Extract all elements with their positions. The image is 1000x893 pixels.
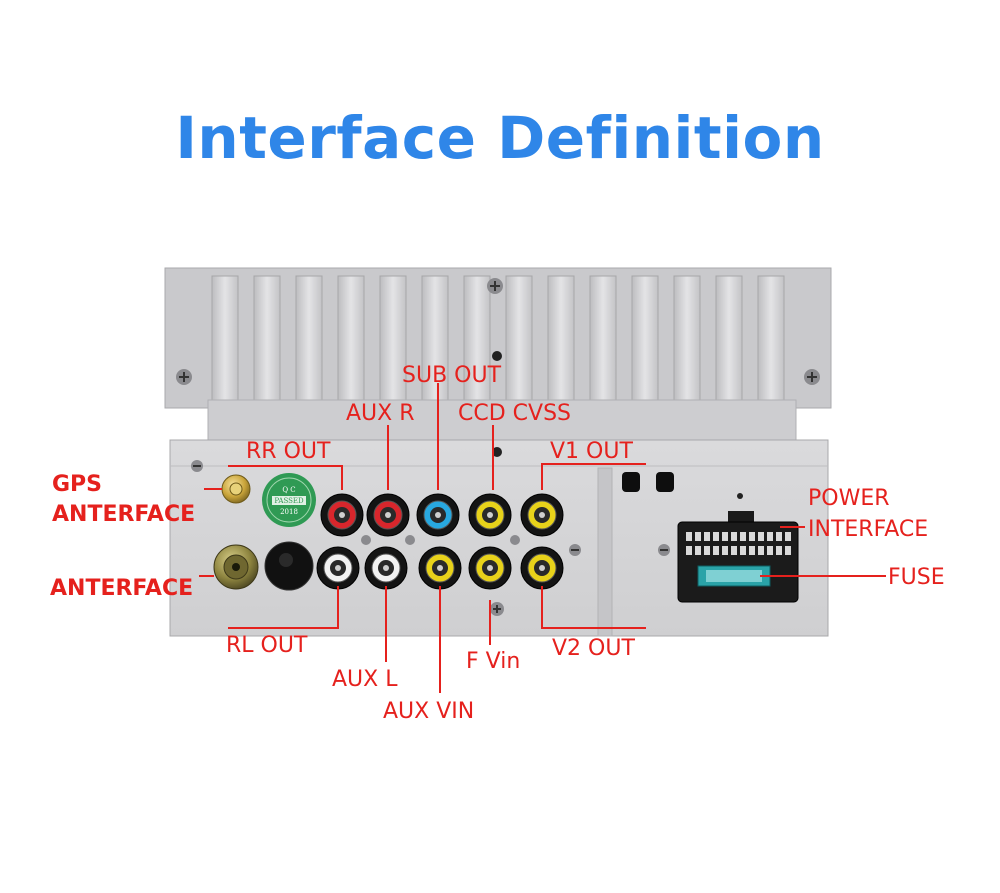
connector-pin <box>758 546 764 555</box>
label-fuse: FUSE <box>888 565 945 590</box>
connector-pin <box>704 546 710 555</box>
screw <box>487 278 503 294</box>
connector-pin <box>695 532 701 541</box>
qc-passed-stamp: Q C PASSED 2018 <box>262 473 316 527</box>
screw <box>361 535 371 545</box>
screw <box>490 602 504 616</box>
connector-pin <box>758 532 764 541</box>
page-title: Interface Definition <box>175 104 825 172</box>
heatsink-fin <box>673 275 701 405</box>
rca-jack <box>416 493 460 537</box>
connector-pin <box>749 546 755 555</box>
heatsink-fin <box>337 275 365 405</box>
screw <box>176 369 192 385</box>
rca-jack <box>468 493 512 537</box>
rca-jack <box>468 546 512 590</box>
heatsink-fin <box>463 275 491 405</box>
screw <box>191 460 203 472</box>
connector-pin <box>767 532 773 541</box>
connector-pin <box>722 532 728 541</box>
connector-pin <box>686 546 692 555</box>
stamp-passed-text: PASSED <box>274 497 304 505</box>
black-plug <box>264 541 314 591</box>
screw <box>510 535 520 545</box>
label-power: POWER <box>808 486 890 511</box>
connector-pin <box>704 532 710 541</box>
leader-lines <box>199 383 886 693</box>
screw <box>804 369 820 385</box>
screws <box>176 278 820 616</box>
label-v1-out: V1 OUT <box>550 439 633 464</box>
label-power-interface: INTERFACE <box>808 517 928 542</box>
connector-pin <box>722 546 728 555</box>
heatsink-fin <box>253 275 281 405</box>
screw <box>405 535 415 545</box>
rca-jack <box>366 493 410 537</box>
rca-jack <box>520 546 564 590</box>
power-connector <box>677 511 799 603</box>
label-aux-l: AUX L <box>332 667 398 692</box>
heatsink-fin <box>421 275 449 405</box>
gps-antenna-connector <box>221 474 251 504</box>
label-ccd-cvss: CCD CVSS <box>458 401 571 426</box>
connector-pin <box>776 532 782 541</box>
heatsink-fin <box>547 275 575 405</box>
connector-pin <box>776 546 782 555</box>
heatsink-fin <box>211 275 239 405</box>
label-rl-out: RL OUT <box>226 633 308 658</box>
rca-jack <box>316 546 360 590</box>
radio-antenna-connector <box>213 544 259 590</box>
heatsink-fin <box>505 275 533 405</box>
connector-pin <box>740 546 746 555</box>
heatsink-fin <box>295 275 323 405</box>
stamp-year-text: 2018 <box>280 508 298 516</box>
vent-hole <box>656 472 674 492</box>
connector-pin <box>686 532 692 541</box>
label-gps-anterface: ANTERFACE <box>52 502 195 527</box>
label-v2-out: V2 OUT <box>552 636 635 661</box>
label-aux-r: AUX R <box>346 401 415 426</box>
connector-pin <box>731 546 737 555</box>
connector-pin <box>731 532 737 541</box>
labels: SUB OUT AUX R CCD CVSS RR OUT V1 OUT GPS… <box>50 363 945 724</box>
connector-pin <box>713 546 719 555</box>
rca-jack <box>418 546 462 590</box>
connector-pin <box>713 532 719 541</box>
rca-jack <box>520 493 564 537</box>
label-gps: GPS <box>52 472 102 497</box>
label-aux-vin: AUX VIN <box>383 699 474 724</box>
heatsink-fin <box>631 275 659 405</box>
connector-pin <box>785 532 791 541</box>
rca-jack <box>320 493 364 537</box>
screw <box>569 544 581 556</box>
label-sub-out: SUB OUT <box>402 363 502 388</box>
vent-hole <box>622 472 640 492</box>
label-f-vin: F Vin <box>466 649 520 674</box>
stamp-qc-text: Q C <box>282 486 295 494</box>
heatsink-fin <box>757 275 785 405</box>
screw <box>658 544 670 556</box>
connector-pin <box>785 546 791 555</box>
connector-pin <box>740 532 746 541</box>
connector-pin <box>695 546 701 555</box>
heatsink-fins <box>211 275 785 405</box>
rca-jack <box>364 546 408 590</box>
rca-jacks <box>316 493 564 590</box>
power-connector-pins <box>686 532 791 555</box>
heatsink <box>164 267 832 409</box>
label-anterface: ANTERFACE <box>50 576 193 601</box>
connector-pin <box>749 532 755 541</box>
label-rr-out: RR OUT <box>246 439 331 464</box>
connector-pin <box>767 546 773 555</box>
heatsink-fin <box>589 275 617 405</box>
heatsink-fin <box>715 275 743 405</box>
